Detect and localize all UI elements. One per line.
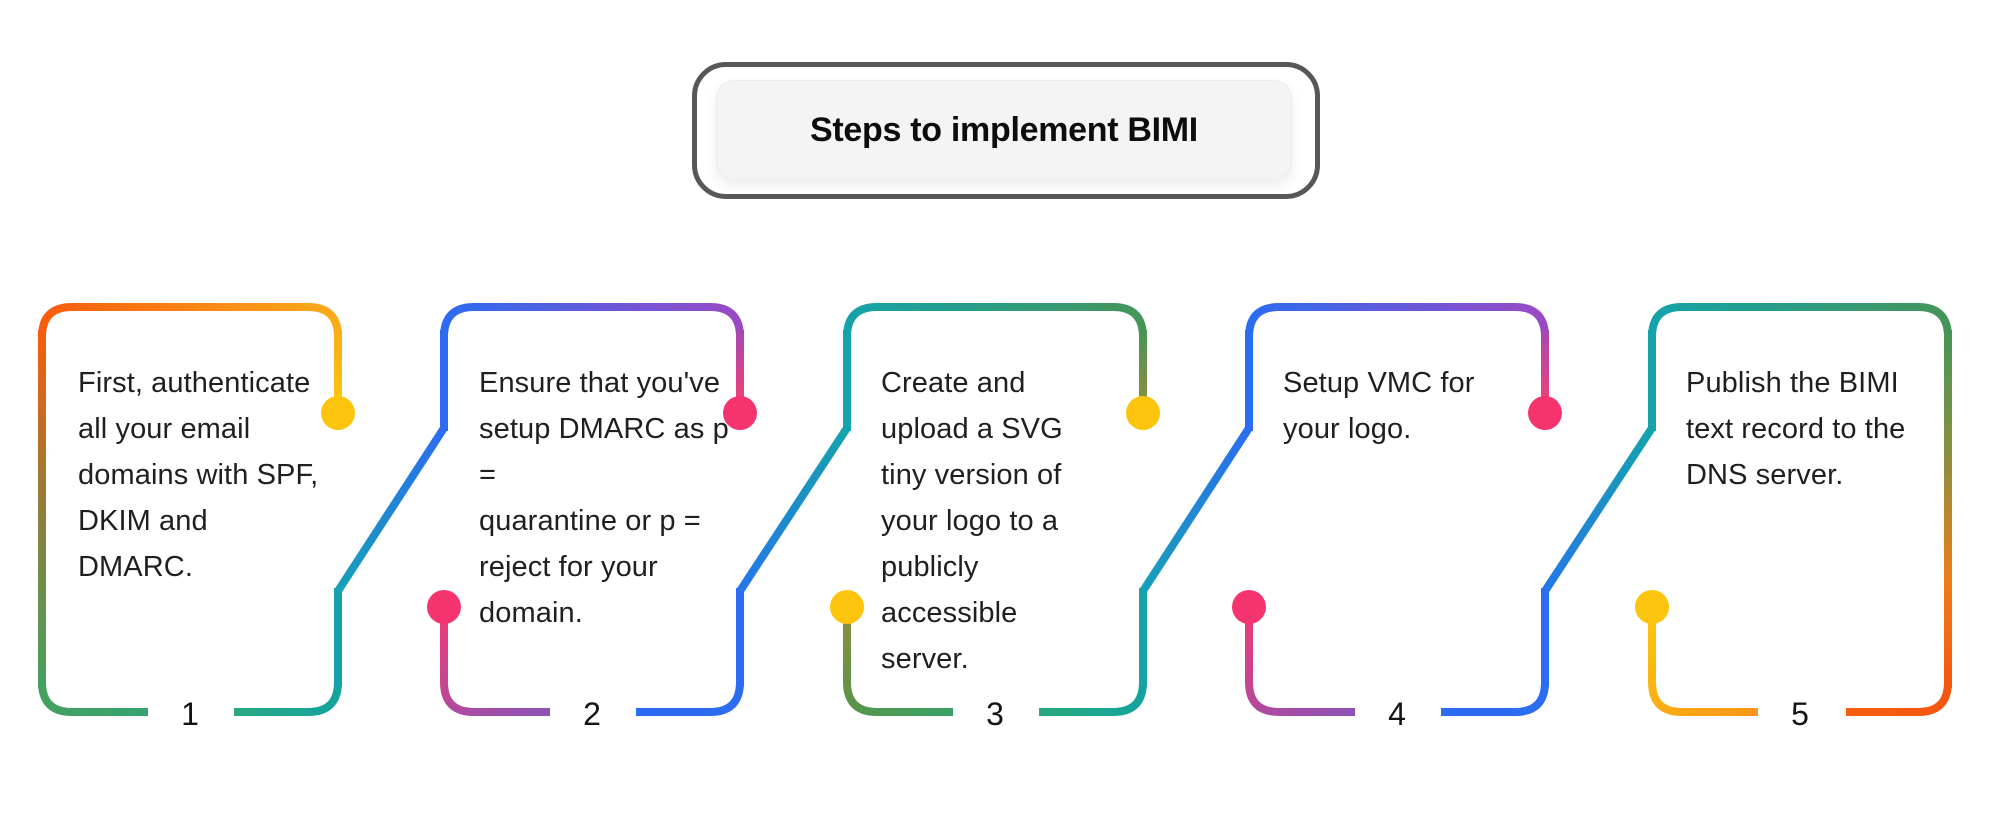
- connector1-diagonal: [334, 425, 448, 594]
- step3-top-right-dot: [1126, 396, 1160, 430]
- step1-border-top: [38, 303, 342, 338]
- step4-top-right-dot: [1528, 396, 1562, 430]
- step4-border-bottom-right: [1441, 681, 1549, 716]
- step3-border-top: [843, 303, 1147, 338]
- step2-description: Ensure that you've setup DMARC as p = qu…: [479, 367, 729, 629]
- step2-top-right-dot: [723, 396, 757, 430]
- step1-number: 1: [181, 696, 199, 732]
- step1-border-bottom-right: [234, 681, 342, 716]
- step1-description: First, authenticate all your email domai…: [78, 367, 319, 583]
- step1-border-bottom-left: [38, 681, 148, 716]
- step5-border-top: [1648, 303, 1952, 338]
- step1-top-right-dot: [321, 396, 355, 430]
- step2-number: 2: [583, 696, 601, 732]
- step2-bottom-left-dot: [427, 590, 461, 624]
- page-title: Steps to implement BIMI: [810, 110, 1198, 149]
- step2-border-bottom-right: [636, 681, 744, 716]
- step4-number: 4: [1388, 696, 1406, 732]
- step3-bottom-left-dot: [830, 590, 864, 624]
- connector3-diagonal: [1139, 425, 1253, 594]
- step5-border-bottom-right: [1846, 681, 1952, 716]
- step3-number: 3: [986, 696, 1004, 732]
- step4-border-bottom-left: [1245, 612, 1355, 716]
- step4-border-top: [1245, 303, 1549, 338]
- step3-description: Create and upload a SVG tiny version of …: [881, 367, 1063, 675]
- step3-border-bottom-left: [843, 612, 953, 716]
- step2-border-bottom-left: [440, 612, 550, 716]
- step4-bottom-left-dot: [1232, 590, 1266, 624]
- step2-border-top: [440, 303, 744, 338]
- step5-bottom-left-dot: [1635, 590, 1669, 624]
- title-box: Steps to implement BIMI: [716, 80, 1292, 180]
- connector4-diagonal: [1541, 425, 1656, 594]
- step4-description: Setup VMC for your logo.: [1283, 367, 1475, 445]
- step3-border-bottom-right: [1039, 681, 1147, 716]
- connector2-diagonal: [736, 425, 851, 594]
- step5-description: Publish the BIMI text record to the DNS …: [1686, 367, 1906, 491]
- step5-number: 5: [1791, 696, 1809, 732]
- step5-border-bottom-left: [1648, 612, 1758, 716]
